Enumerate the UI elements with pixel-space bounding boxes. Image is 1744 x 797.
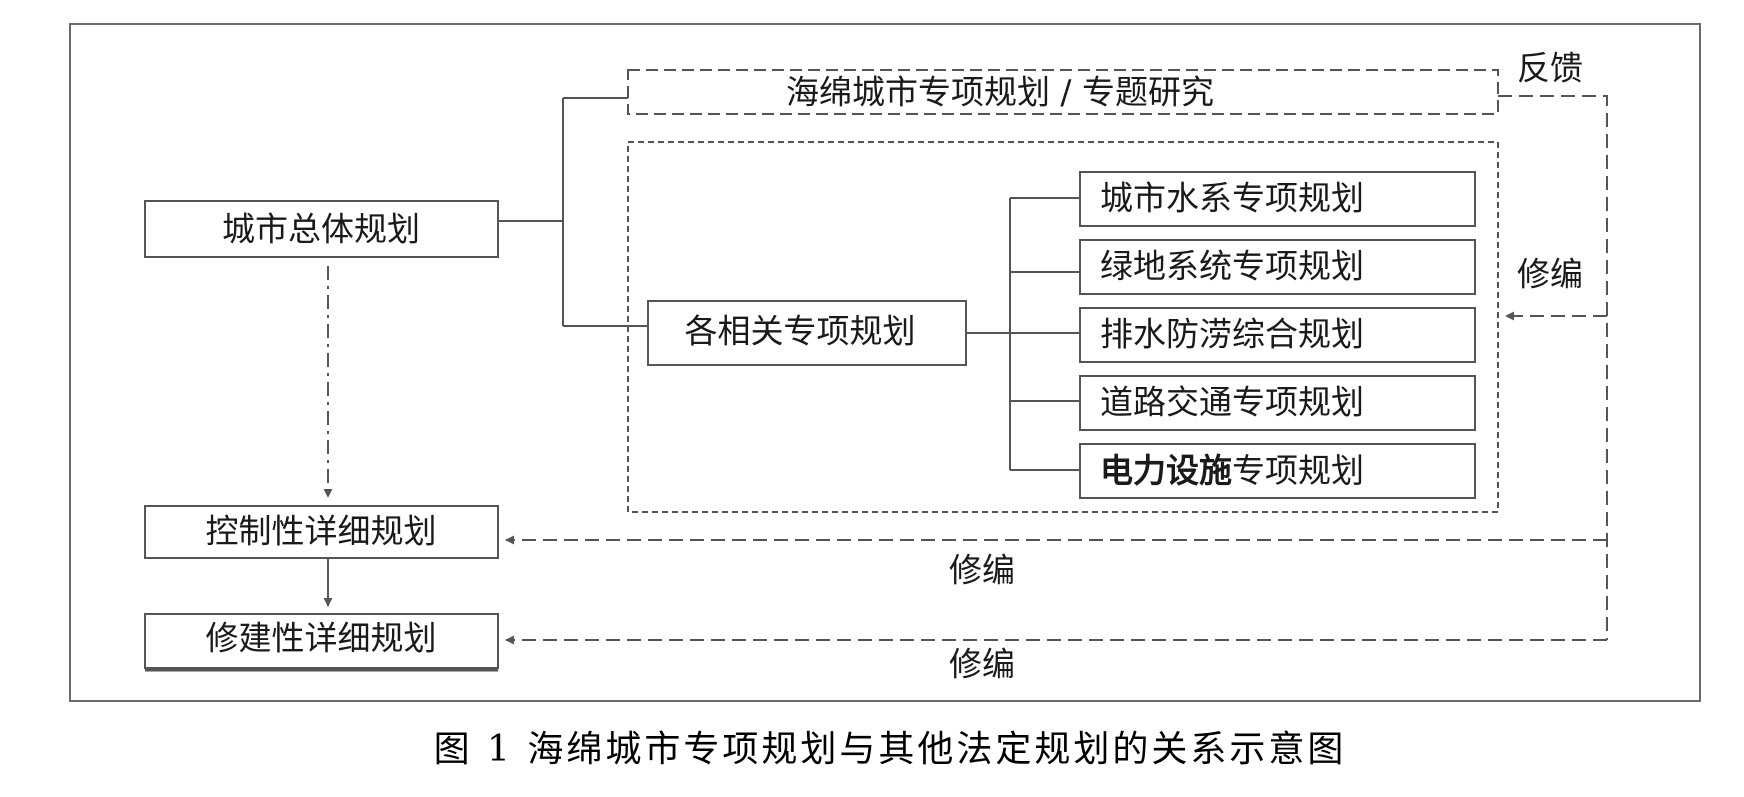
node-sponge-plan: 海绵城市专项规划 / 专题研究: [627, 69, 1499, 115]
connector-master-branch: [498, 97, 648, 327]
node-master-plan: 城市总体规划: [144, 200, 499, 258]
regulatory-plan-label: 控制性详细规划: [206, 512, 437, 551]
node-road-plan: 道路交通专项规划: [1079, 375, 1476, 431]
revise-label-right: 修编: [1517, 255, 1583, 294]
power-plan-label-rest: 专项规划: [1232, 451, 1364, 490]
connector-related-branch: [966, 197, 1080, 471]
outer-frame: [69, 23, 1701, 702]
power-plan-label: 电力设施专项规划: [1100, 451, 1364, 490]
master-plan-label: 城市总体规划: [222, 210, 420, 249]
node-water-plan: 城市水系专项规划: [1079, 171, 1476, 227]
constructive-plan-label: 修建性详细规划: [206, 619, 437, 658]
drainage-plan-label: 排水防涝综合规划: [1100, 315, 1364, 354]
node-regulatory-plan: 控制性详细规划: [144, 505, 499, 559]
road-plan-label: 道路交通专项规划: [1100, 383, 1364, 422]
figure-caption: 图 1 海绵城市专项规划与其他法定规划的关系示意图: [434, 729, 1347, 770]
node-related-plans: 各相关专项规划: [647, 300, 967, 366]
sponge-plan-label: 海绵城市专项规划 / 专题研究: [786, 73, 1214, 112]
node-drainage-plan: 排水防涝综合规划: [1079, 307, 1476, 363]
feedback-label: 反馈: [1517, 49, 1583, 88]
node-constructive-plan: 修建性详细规划: [144, 613, 499, 672]
revise-label-constructive: 修编: [949, 645, 1015, 684]
node-green-plan: 绿地系统专项规划: [1079, 239, 1476, 295]
revise-label-regulatory: 修编: [949, 551, 1015, 590]
water-plan-label: 城市水系专项规划: [1100, 179, 1364, 218]
related-plans-label: 各相关专项规划: [685, 312, 916, 351]
power-plan-label-bold: 电力设施: [1100, 451, 1232, 490]
node-power-plan: 电力设施专项规划: [1079, 443, 1476, 499]
feedback-loop: [1498, 95, 1608, 640]
green-plan-label: 绿地系统专项规划: [1100, 247, 1364, 286]
